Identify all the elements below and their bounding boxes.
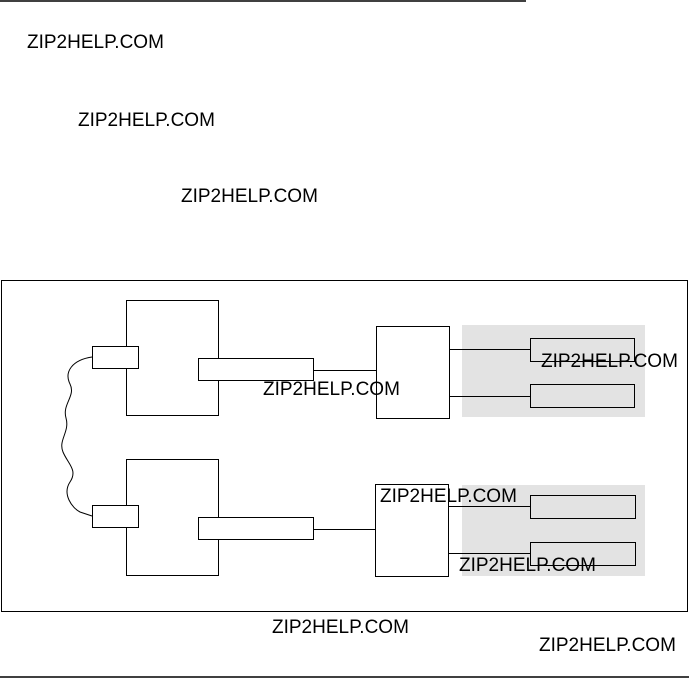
shaded-region-upper <box>462 325 645 417</box>
upper-connector-left <box>92 346 139 369</box>
watermark-text: ZIP2HELP.COM <box>78 110 215 131</box>
watermark-text: ZIP2HELP.COM <box>27 32 164 53</box>
upper-branch-box-2 <box>530 384 635 408</box>
watermark-text: ZIP2HELP.COM <box>539 635 676 656</box>
lower-branch-box-2 <box>530 542 636 566</box>
watermark-text: ZIP2HELP.COM <box>263 379 400 400</box>
upper-branch-box-1 <box>530 338 635 362</box>
lower-connector-bar <box>198 517 314 540</box>
lower-junction-box <box>375 484 449 577</box>
watermark-text: ZIP2HELP.COM <box>541 351 678 372</box>
diagram-frame <box>1 280 688 612</box>
upper-connector-bar <box>198 358 314 381</box>
watermark-text: ZIP2HELP.COM <box>380 486 517 507</box>
lower-connector-left <box>92 505 139 528</box>
wavy-cable <box>61 356 93 517</box>
watermark-text: ZIP2HELP.COM <box>181 186 318 207</box>
shaded-region-lower <box>462 485 645 576</box>
upper-junction-box <box>376 326 450 419</box>
watermark-text: ZIP2HELP.COM <box>272 617 409 638</box>
lower-branch-box-1 <box>530 495 636 519</box>
watermark-text: ZIP2HELP.COM <box>459 555 596 576</box>
